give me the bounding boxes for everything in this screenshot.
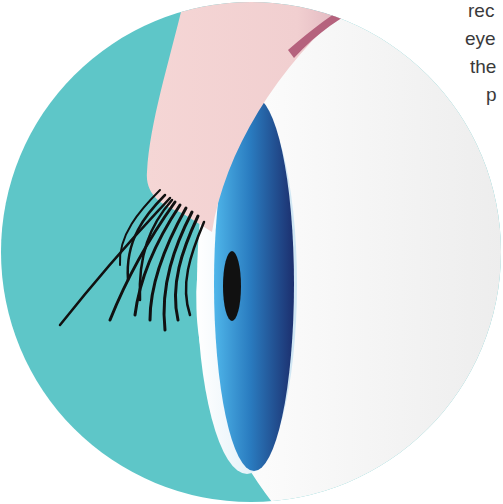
text-fragment: rec [468,0,494,22]
eyelid [147,0,362,232]
text-fragment: eye [465,28,496,50]
text-fragment: p [486,84,497,106]
text-fragment: the [470,56,496,78]
pupil [223,251,241,321]
lid-margin [288,0,368,58]
eyelashes [60,190,204,330]
